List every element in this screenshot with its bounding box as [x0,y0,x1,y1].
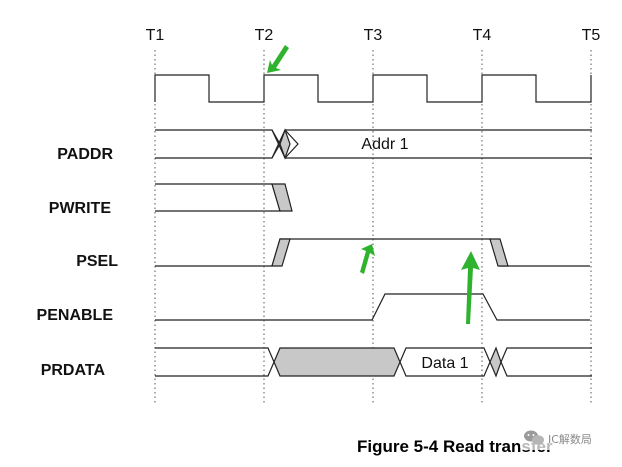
paddr-waveform [155,128,592,160]
psel-waveform [155,238,590,267]
signal-label-prdata: PRDATA [41,362,106,379]
prdata-waveform [155,346,592,378]
prdata-invalid-region [273,347,401,377]
time-label-t1: T1 [146,27,165,44]
figure-caption: Figure 5-4 Read transfer [357,437,553,456]
prdata-value: Data 1 [421,355,468,372]
clock-waveform [154,74,592,103]
pwrite-waveform [155,183,293,212]
signal-label-psel: PSEL [76,253,118,270]
green-arrow-t3-icon [360,244,375,274]
signal-label-paddr: PADDR [57,146,113,163]
time-label-t4: T4 [473,27,492,44]
psel-fall-cell [489,238,509,267]
paddr-value: Addr 1 [361,136,408,153]
green-arrow-t4-icon [461,251,480,324]
watermark-backdrop [520,426,618,450]
watermark: IC解数局 [520,426,618,450]
prdata-transition-cell [489,346,502,378]
signal-label-penable: PENABLE [37,307,114,324]
wechat-logo-icon [524,430,544,445]
penable-waveform [155,293,590,321]
time-label-t3: T3 [364,27,383,44]
time-label-t2: T2 [255,27,274,44]
signal-label-pwrite: PWRITE [49,200,112,217]
green-arrow-t2-icon [267,45,289,73]
watermark-text: IC解数局 [548,432,592,446]
time-grid [154,50,592,405]
psel-rise-cell [271,238,291,267]
pwrite-transition-cell [271,183,293,212]
time-label-t5: T5 [582,27,601,44]
arrow-icon [267,45,480,324]
